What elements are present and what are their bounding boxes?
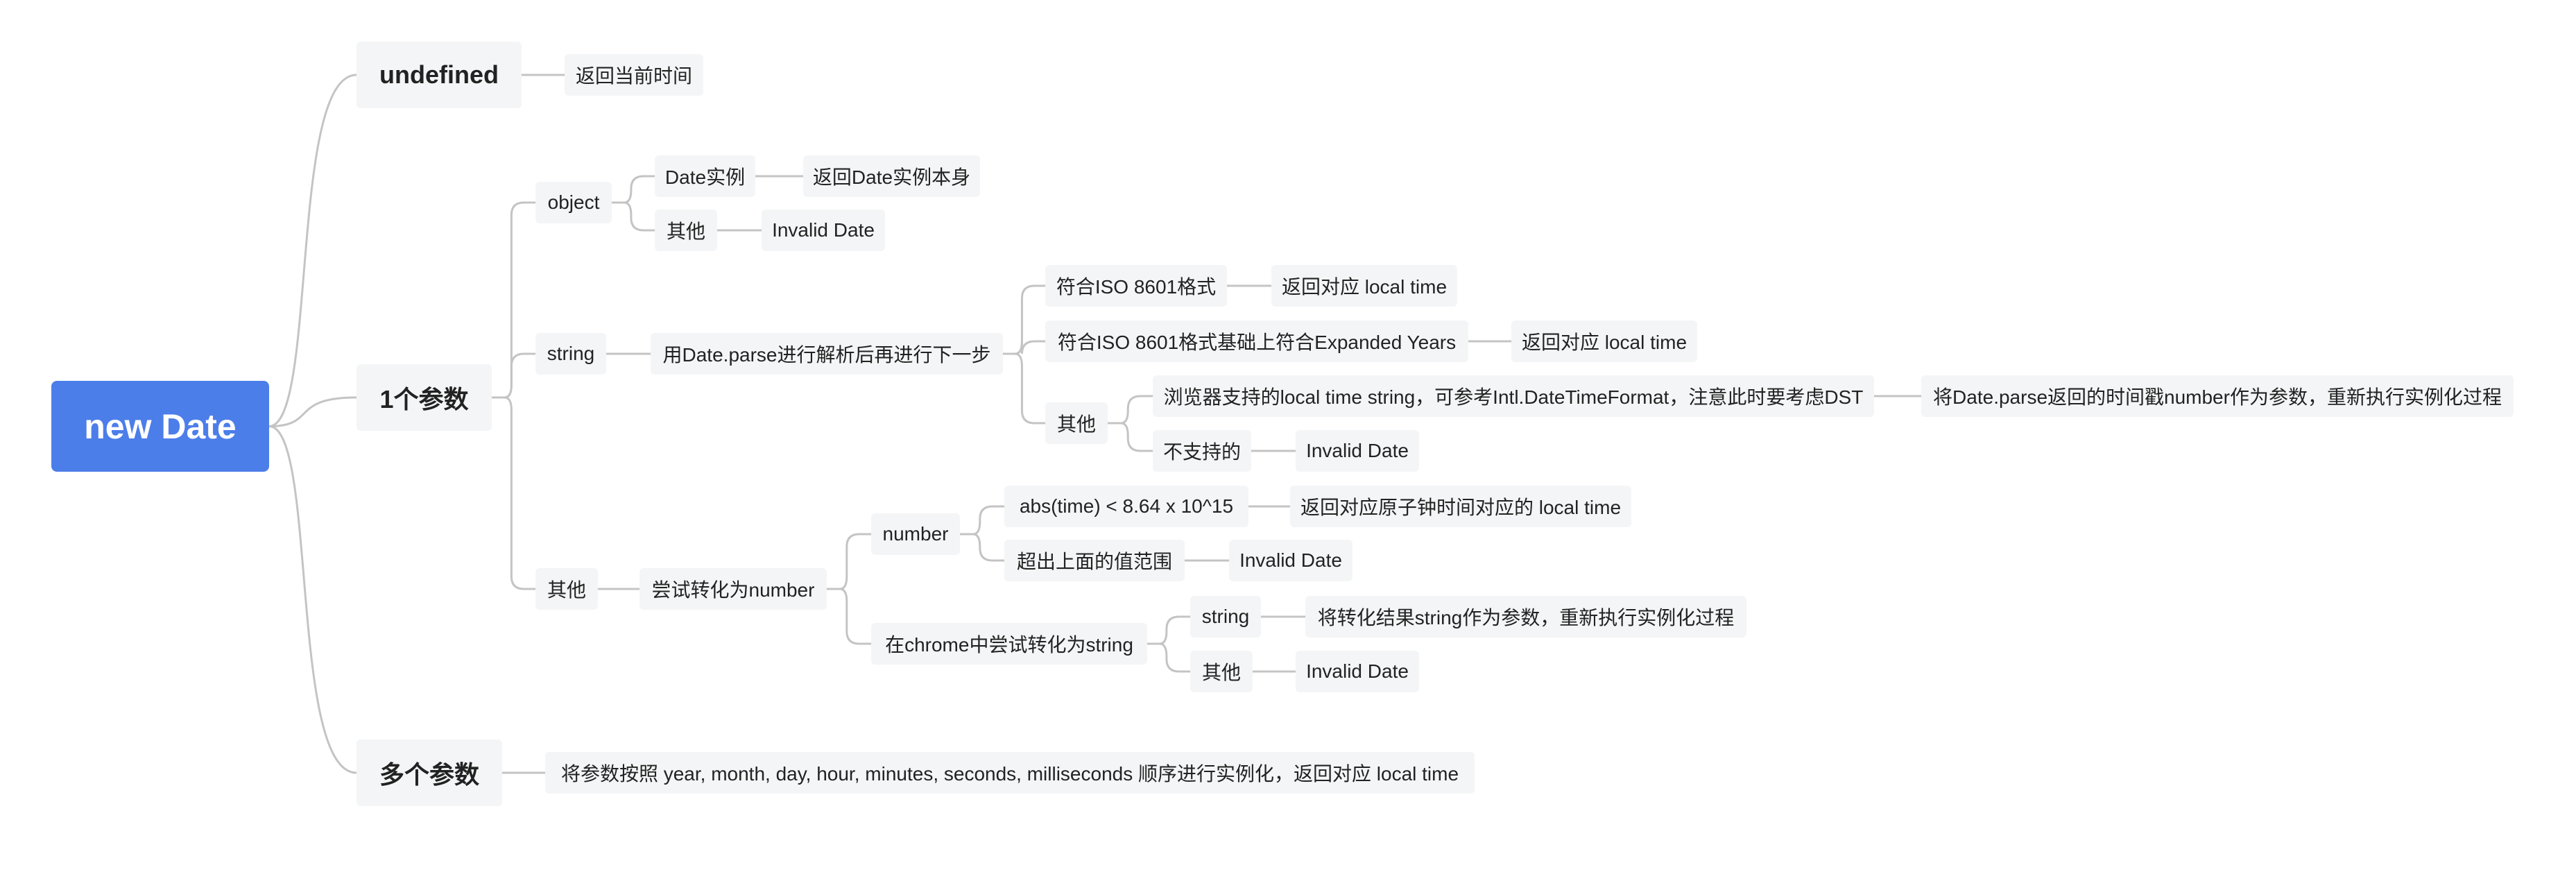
undefined-result[interactable]: 返回当前时间 [565,54,703,96]
browser-supported-node[interactable]: 浏览器支持的local time string，可参考Intl.DateTime… [1153,375,1874,417]
connector-number-out_of_range [960,533,1004,562]
chrome-string-node[interactable]: 在chrome中尝试转化为string [871,623,1147,665]
iso-result[interactable]: 返回对应 local time [1271,265,1457,307]
connector-one_param-object [492,201,535,399]
abs-time-node[interactable]: abs(time) < 8.64 x 10^15 [1004,486,1248,527]
out-of-range-node[interactable]: 超出上面的值范围 [1004,540,1185,581]
connector-root-undefined [268,74,357,427]
string-node[interactable]: string [535,333,606,375]
connector-chrome_string-chrome_string_other [1147,642,1190,673]
connector-parse_step-string_other [1003,352,1045,425]
chrome-string-string-result[interactable]: 将转化结果string作为参数，重新执行实例化过程 [1305,596,1746,638]
unsupported-node[interactable]: 不支持的 [1153,430,1251,472]
root-node[interactable]: new Date [51,381,269,472]
date-instance-result[interactable]: 返回Date实例本身 [803,155,980,197]
iso-expanded-result[interactable]: 返回对应 local time [1511,320,1697,362]
connector-root-one_param [268,396,357,427]
connector-parse_step-iso_format [1003,284,1045,355]
connector-string_other-unsupported [1108,422,1153,452]
abs-time-result[interactable]: 返回对应原子钟时间对应的 local time [1290,486,1631,527]
branch-multi-params[interactable]: 多个参数 [357,739,502,806]
connector-one_param-string [492,352,535,399]
branch-undefined[interactable]: undefined [357,42,522,108]
connector-root-multi_params [268,425,357,774]
connector-number-abs_time [960,505,1004,536]
branch-one-param[interactable]: 1个参数 [357,364,492,431]
to-number-node[interactable]: 尝试转化为number [639,568,827,610]
param-other-node[interactable]: 其他 [535,568,598,610]
chrome-string-other-node[interactable]: 其他 [1190,651,1253,692]
object-node[interactable]: object [535,182,612,223]
object-other-result[interactable]: Invalid Date [762,209,885,251]
multi-params-result[interactable]: 将参数按照 year, month, day, hour, minutes, s… [545,752,1475,794]
number-node[interactable]: number [871,513,960,555]
chrome-string-string-node[interactable]: string [1190,596,1261,638]
chrome-string-other-result[interactable]: Invalid Date [1296,651,1419,692]
object-other-node[interactable]: 其他 [655,209,717,251]
date-instance-node[interactable]: Date实例 [655,155,755,197]
connector-chrome_string-chrome_string_string [1147,615,1190,645]
iso-expanded-node[interactable]: 符合ISO 8601格式基础上符合Expanded Years [1045,320,1468,362]
string-other-node[interactable]: 其他 [1045,402,1108,444]
connector-to_number-chrome_string [827,588,871,645]
connector-one_param-param_other [492,396,535,590]
unsupported-result[interactable]: Invalid Date [1296,430,1419,472]
connector-to_number-number [827,533,871,590]
connector-object-date_instance [612,175,655,204]
parse-step-node[interactable]: 用Date.parse进行解析后再进行下一步 [651,333,1003,375]
out-of-range-result[interactable]: Invalid Date [1229,540,1353,581]
connector-string_other-browser_supported [1108,395,1153,425]
connector-parse_step-iso_expanded [1003,340,1045,355]
connector-object-object_other [612,201,655,232]
browser-supported-result[interactable]: 将Date.parse返回的时间戳number作为参数，重新执行实例化过程 [1921,375,2514,417]
iso-format-node[interactable]: 符合ISO 8601格式 [1045,265,1227,307]
